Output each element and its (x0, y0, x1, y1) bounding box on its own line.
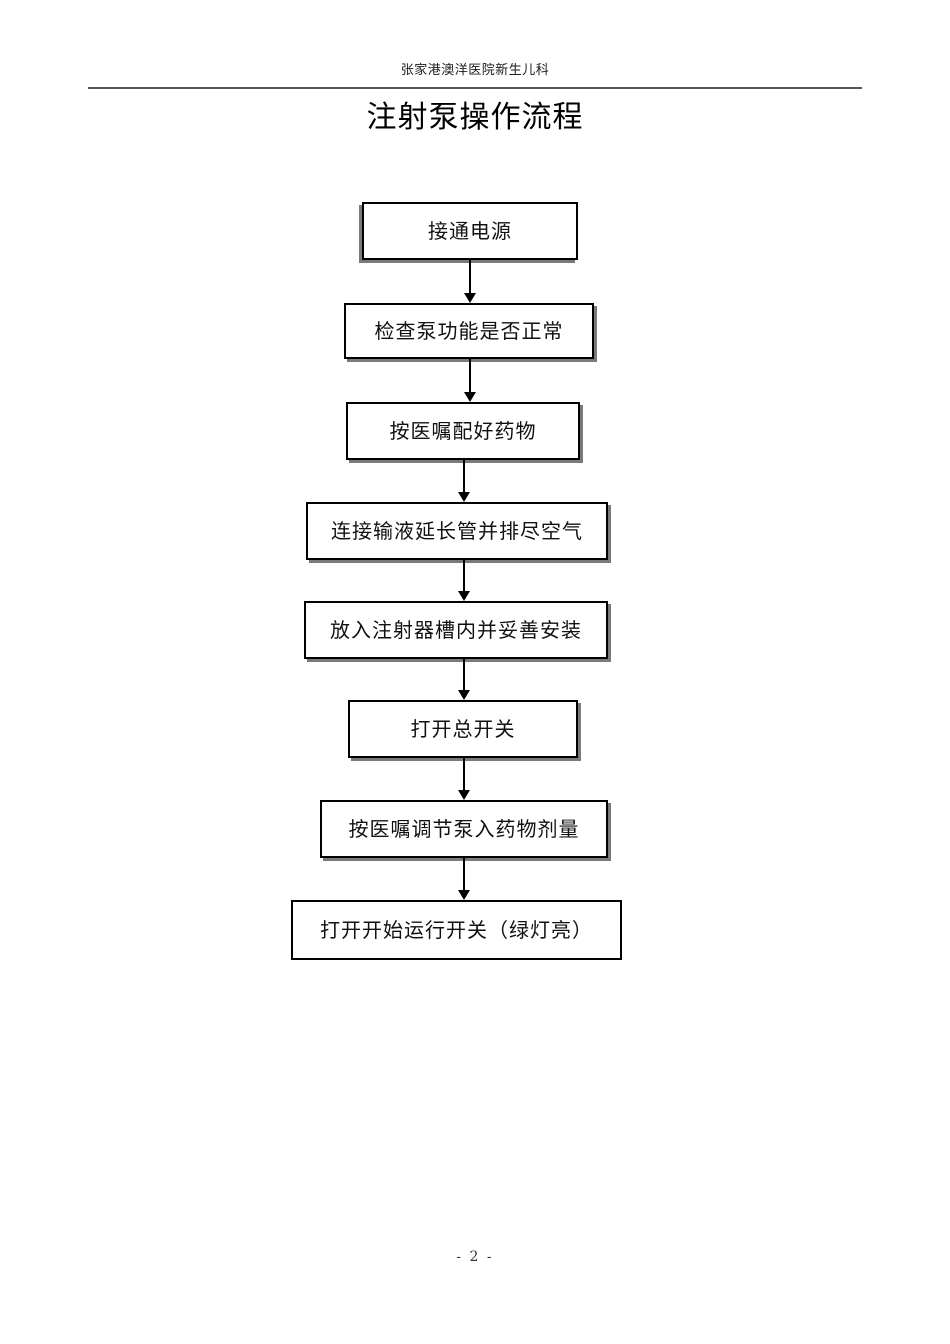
flow-node-label: 打开总开关 (410, 717, 516, 741)
flow-node-power-on: 接通电源 (362, 202, 578, 260)
flow-node-label: 检查泵功能是否正常 (374, 319, 564, 343)
page-title: 注射泵操作流程 (366, 100, 584, 135)
flow-connector-line (463, 758, 465, 791)
flow-node-start-run-switch: 打开开始运行开关（绿灯亮） (291, 900, 622, 960)
flow-node-load-syringe: 放入注射器槽内并妥善安装 (304, 601, 608, 659)
flow-connector-line (463, 560, 465, 592)
flow-node-label: 按医嘱配好药物 (389, 419, 537, 443)
flow-arrow-icon (458, 492, 470, 502)
flow-connector-line (469, 359, 471, 393)
page-header-department: 张家港澳洋医院新生儿科 (400, 63, 550, 78)
flow-node-label: 放入注射器槽内并妥善安装 (330, 618, 582, 642)
flow-connector-line (463, 659, 465, 691)
flow-arrow-icon (458, 890, 470, 900)
flow-node-label: 按医嘱调节泵入药物剂量 (348, 817, 580, 841)
header-divider-rule (88, 87, 862, 89)
flow-node-check-pump-function: 检查泵功能是否正常 (344, 303, 594, 359)
footer-page-number: - 2 - (456, 1249, 494, 1265)
flow-connector-line (469, 260, 471, 294)
flow-arrow-icon (458, 790, 470, 800)
flowchart: 接通电源 检查泵功能是否正常 按医嘱配好药物 连接输液延长管并排尽空气 放入注射… (291, 202, 622, 960)
flow-node-label: 接通电源 (428, 219, 512, 243)
flow-arrow-icon (464, 293, 476, 303)
flow-node-connect-extension-tube: 连接输液延长管并排尽空气 (306, 502, 608, 560)
flow-arrow-icon (458, 690, 470, 700)
flow-node-set-dose: 按医嘱调节泵入药物剂量 (320, 800, 608, 858)
flow-connector-line (463, 460, 465, 493)
flow-connector-line (463, 858, 465, 891)
flow-node-main-switch-on: 打开总开关 (348, 700, 578, 758)
flow-arrow-icon (458, 591, 470, 601)
flow-node-label: 打开开始运行开关（绿灯亮） (320, 918, 593, 942)
flow-arrow-icon (464, 392, 476, 402)
flow-node-label: 连接输液延长管并排尽空气 (331, 519, 583, 543)
flow-node-prepare-medication: 按医嘱配好药物 (346, 402, 580, 460)
